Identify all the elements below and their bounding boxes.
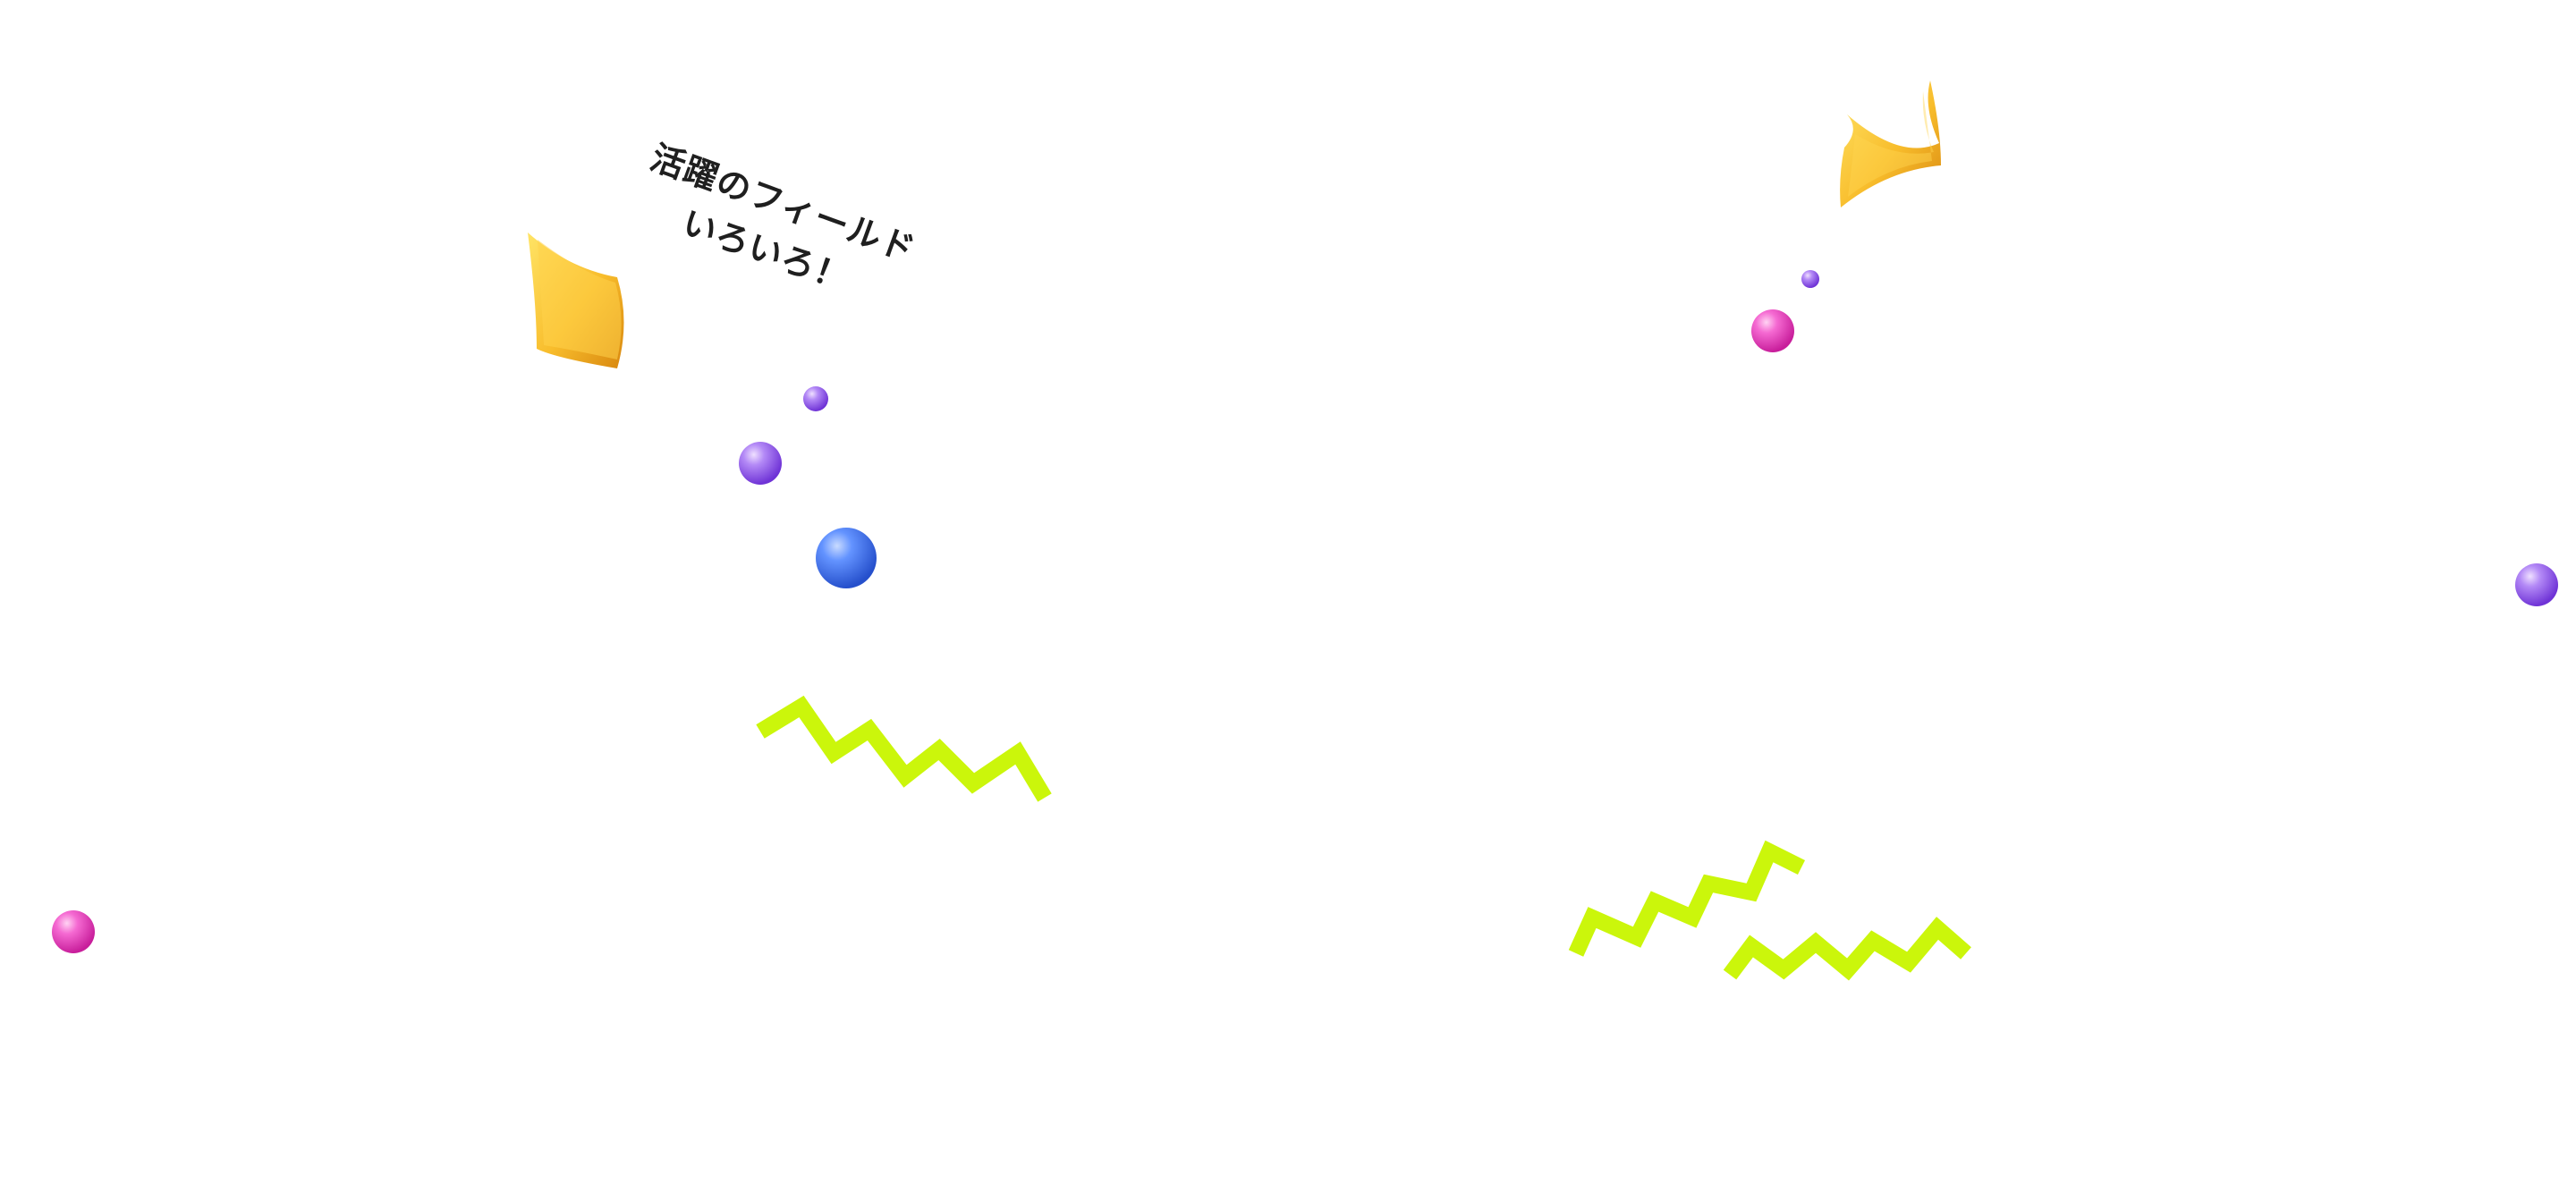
star-icon xyxy=(538,240,622,359)
zigzag-icon xyxy=(756,695,1052,802)
ball-icon xyxy=(803,386,828,411)
ball-icon xyxy=(816,528,877,588)
ball-icon xyxy=(739,442,782,485)
ball-icon xyxy=(1751,309,1794,352)
star-icon xyxy=(1848,91,1934,197)
ball-icon xyxy=(1801,270,1819,288)
star-icon xyxy=(1840,80,1941,207)
ball-icon xyxy=(2515,563,2558,606)
zigzag-icon xyxy=(1723,917,1971,981)
ball-icon xyxy=(52,910,95,953)
zigzag-icon xyxy=(1568,840,1806,957)
